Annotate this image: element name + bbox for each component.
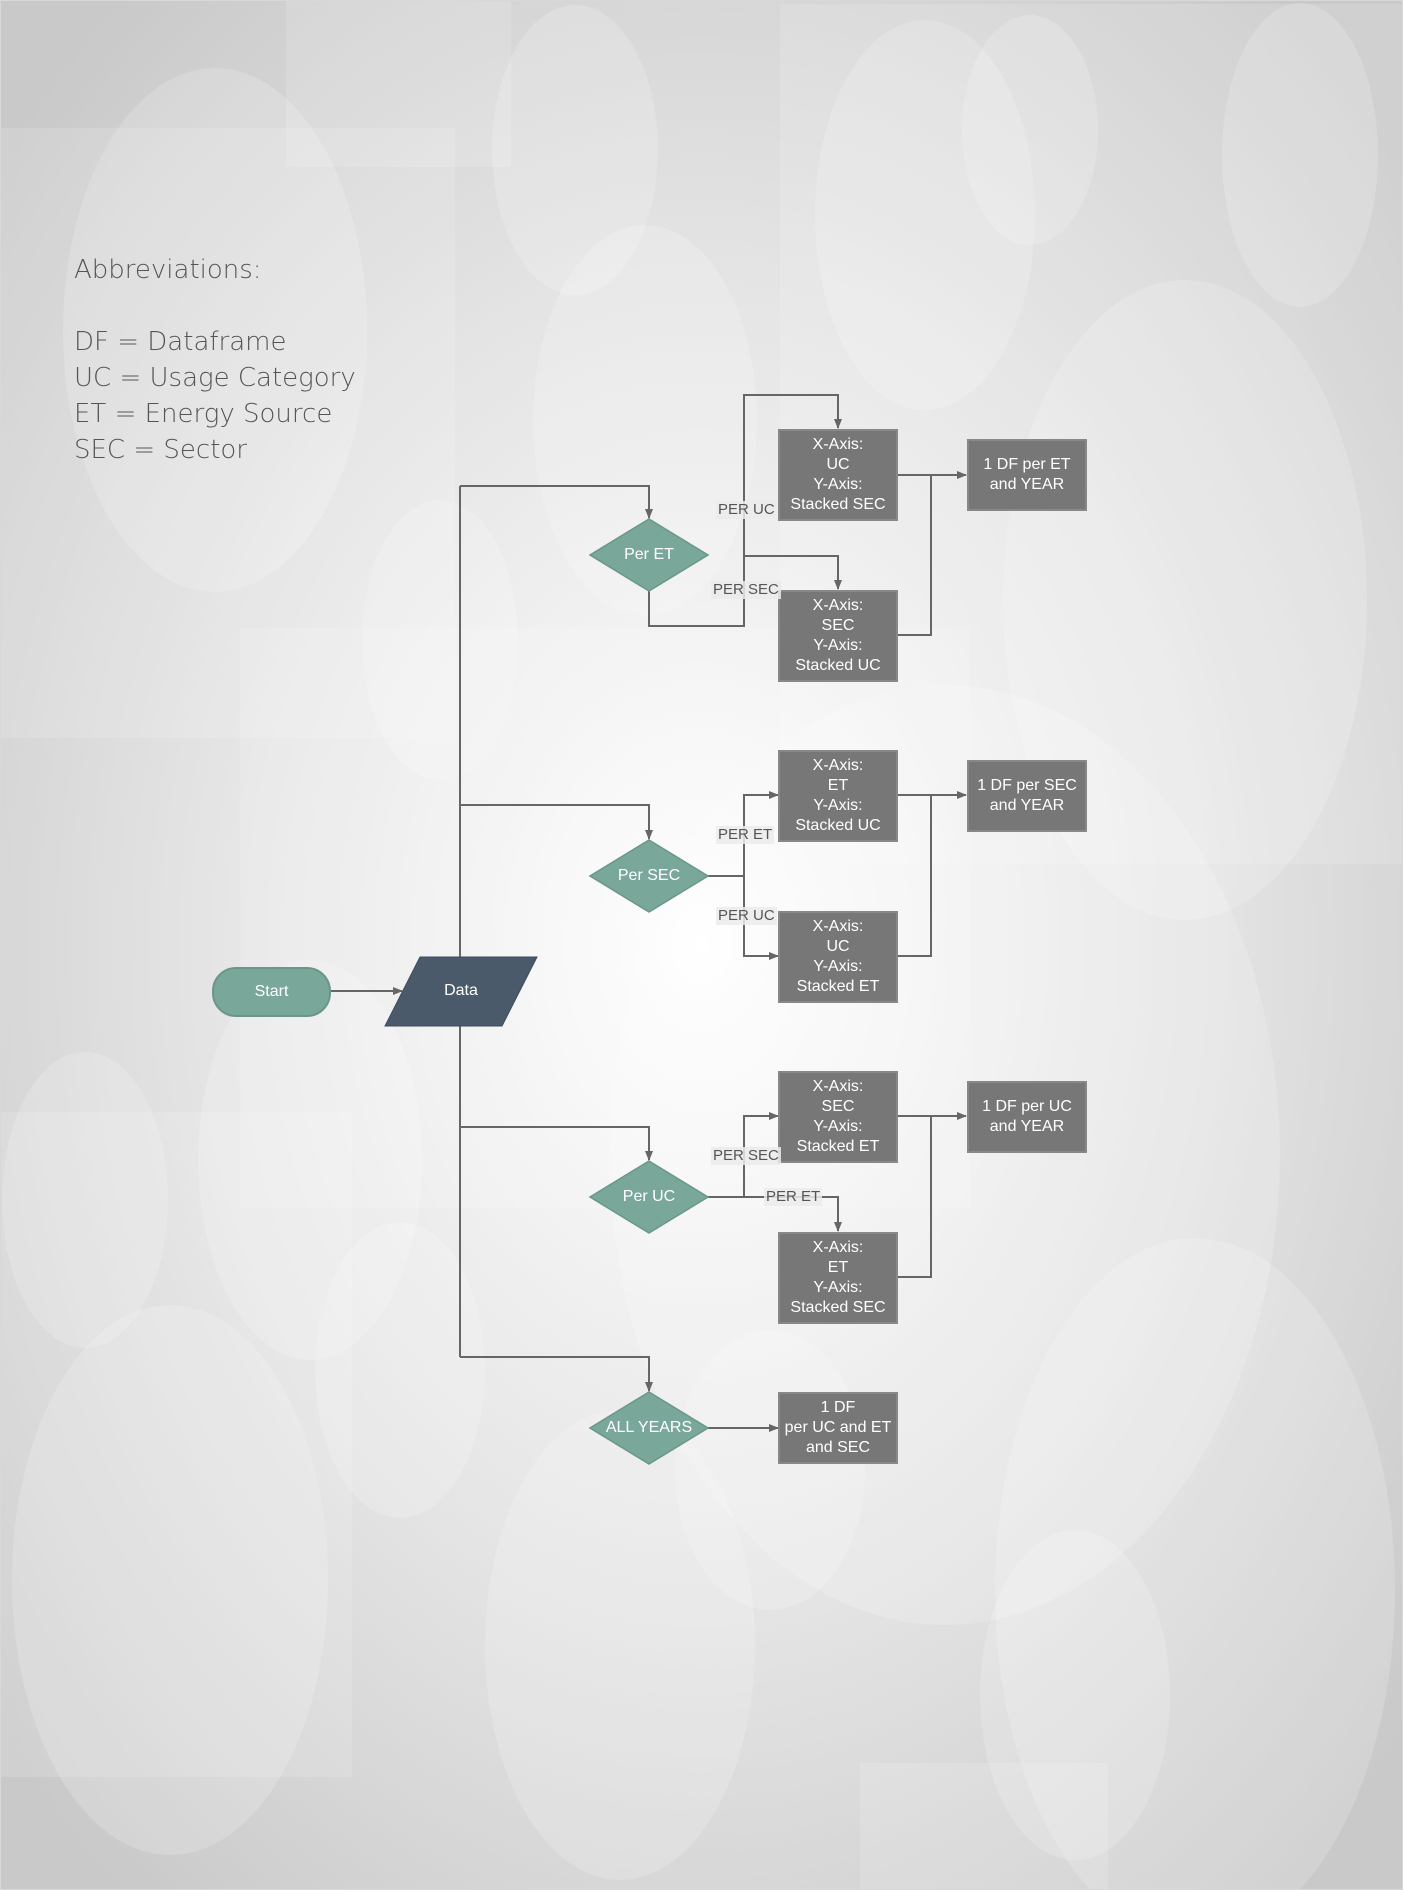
box-line: ET — [827, 1259, 849, 1276]
box-line: X-Axis: — [812, 597, 864, 614]
box-line: UC — [826, 456, 850, 473]
decision-per-et-shape — [588, 518, 710, 592]
edge-label-sec-per-uc: PER UC — [716, 907, 777, 925]
box-line: 1 DF per UC — [982, 1098, 1072, 1115]
abbreviation-sec: SEC = Sector — [74, 435, 247, 465]
box-line: 1 DF — [820, 1399, 856, 1416]
box-line: and SEC — [805, 1439, 871, 1456]
result-per-uc: 1 DF per UC and YEAR — [967, 1081, 1087, 1153]
start-node: Start — [212, 967, 331, 1017]
decision-per-sec: Per SEC — [617, 867, 681, 884]
edge-per-et-sec — [744, 555, 842, 590]
box-line: per UC and ET — [784, 1419, 892, 1436]
result-all-years: 1 DF per UC and ET and SEC — [778, 1392, 898, 1464]
box-line: ET — [827, 777, 849, 794]
edge-data-per-uc — [460, 1126, 653, 1161]
box-et-x-sec: X-Axis: SEC Y-Axis: Stacked UC — [778, 590, 898, 682]
box-line: X-Axis: — [812, 1239, 864, 1256]
edge-data-all-years — [460, 1356, 653, 1392]
box-line: and YEAR — [989, 1118, 1065, 1135]
box-line: SEC — [821, 617, 855, 634]
box-line: UC — [826, 938, 850, 955]
abbreviation-et: ET = Energy Source — [74, 399, 333, 429]
box-line: Y-Axis: — [813, 1118, 863, 1135]
box-line: X-Axis: — [812, 436, 864, 453]
box-line: 1 DF per ET — [983, 456, 1071, 473]
edge-et-boxes-result — [897, 475, 966, 636]
edge-per-sec-uc — [743, 876, 779, 960]
abbreviations-title: Abbreviations: — [74, 255, 262, 285]
abbreviation-uc: UC = Usage Category — [74, 363, 356, 393]
edge-sec-boxes-result — [897, 795, 966, 957]
box-uc-x-sec: X-Axis: SEC Y-Axis: Stacked ET — [778, 1071, 898, 1163]
box-line: Y-Axis: — [813, 476, 863, 493]
decision-per-uc: Per UC — [622, 1188, 676, 1205]
result-per-et: 1 DF per ET and YEAR — [967, 439, 1087, 511]
box-sec-x-uc: X-Axis: UC Y-Axis: Stacked ET — [778, 911, 898, 1003]
box-line: 1 DF per SEC — [977, 777, 1077, 794]
box-line: Y-Axis: — [813, 1279, 863, 1296]
edge-label-sec-per-et: PER ET — [716, 826, 775, 844]
edge-uc-boxes-result — [897, 1116, 966, 1278]
data-node: Data — [444, 982, 478, 999]
box-line: Stacked SEC — [790, 496, 886, 513]
box-line: Stacked UC — [795, 817, 881, 834]
box-line: X-Axis: — [812, 918, 864, 935]
box-et-x-uc: X-Axis: UC Y-Axis: Stacked SEC — [778, 429, 898, 521]
box-line: X-Axis: — [812, 1078, 864, 1095]
result-per-sec: 1 DF per SEC and YEAR — [967, 760, 1087, 832]
decision-per-sec-shape — [588, 839, 710, 913]
box-line: and YEAR — [989, 476, 1065, 493]
box-line: Y-Axis: — [813, 637, 863, 654]
decision-all-years-shape — [588, 1391, 710, 1465]
abbreviations-legend: Abbreviations: DF = Dataframe UC = Usage… — [74, 252, 356, 468]
box-line: SEC — [821, 1098, 855, 1115]
box-line: Stacked SEC — [790, 1299, 886, 1316]
box-line: Stacked ET — [796, 1138, 880, 1155]
data-shape — [384, 956, 538, 1027]
box-line: Y-Axis: — [813, 958, 863, 975]
box-line: Y-Axis: — [813, 797, 863, 814]
edge-label-et-per-uc: PER UC — [716, 501, 777, 519]
edge-label-uc-per-sec: PER SEC — [711, 1147, 781, 1165]
decision-all-years: ALL YEARS — [605, 1419, 693, 1436]
edge-data-per-sec — [460, 804, 653, 840]
box-line: Stacked ET — [796, 978, 880, 995]
decision-per-uc-shape — [588, 1160, 710, 1234]
box-line: Stacked UC — [795, 657, 881, 674]
edge-data-per-et — [460, 485, 653, 519]
decision-per-et: Per ET — [624, 546, 674, 563]
box-line: X-Axis: — [812, 757, 864, 774]
box-uc-x-et: X-Axis: ET Y-Axis: Stacked SEC — [778, 1232, 898, 1324]
edge-label-et-per-sec: PER SEC — [711, 581, 781, 599]
edge-label-uc-per-et: PER ET — [764, 1188, 823, 1206]
abbreviation-df: DF = Dataframe — [74, 327, 287, 357]
box-line: and YEAR — [989, 797, 1065, 814]
box-sec-x-et: X-Axis: ET Y-Axis: Stacked UC — [778, 750, 898, 842]
